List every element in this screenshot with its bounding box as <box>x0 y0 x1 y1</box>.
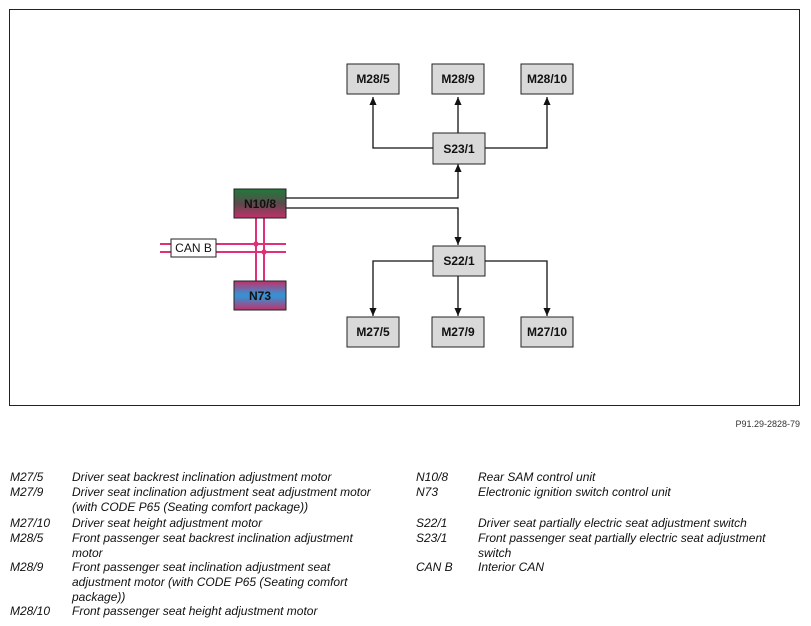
box-can-b: CAN B <box>170 238 217 258</box>
legend-desc: Interior CAN <box>478 560 545 574</box>
wire-s22-to-m27-10 <box>485 260 551 316</box>
label-can-b: CAN B <box>175 241 212 255</box>
label-n73: N73 <box>249 289 271 303</box>
legend-code: S23/1 <box>416 531 448 545</box>
legend-code: N10/8 <box>416 470 449 484</box>
legend-code: M28/9 <box>10 560 44 574</box>
legend-code: CAN B <box>416 560 453 574</box>
legend-desc: Rear SAM control unit <box>478 470 596 484</box>
legend-desc: Front passenger seat height adjustment m… <box>72 604 318 618</box>
legend-desc: Driver seat partially electric seat adju… <box>478 516 747 530</box>
figure-reference: P91.29-2828-79 <box>735 419 800 429</box>
label-m28-10: M28/10 <box>527 72 567 86</box>
legend-desc: Driver seat inclination adjustment seat … <box>72 485 371 514</box>
box-s22-1: S22/1 <box>432 245 486 277</box>
wiring-diagram: M28/5 M28/9 M28/10 S23/1 N10/8 CAN B N73… <box>160 63 574 348</box>
box-m28-5: M28/5 <box>346 63 400 95</box>
label-s22-1: S22/1 <box>443 254 475 268</box>
diagram-frame <box>9 9 800 406</box>
box-m28-9: M28/9 <box>431 63 485 95</box>
legend-code: S22/1 <box>416 516 448 530</box>
box-m28-10: M28/10 <box>520 63 574 95</box>
legend-desc: Driver seat backrest inclination adjustm… <box>72 470 332 484</box>
box-m27-5: M27/5 <box>346 316 400 348</box>
label-m28-5: M28/5 <box>356 72 390 86</box>
wire-s23-to-m28-5 <box>369 97 433 149</box>
legend-code: N73 <box>416 485 439 499</box>
wire-s22-to-m27-5 <box>369 260 433 316</box>
box-m27-9: M27/9 <box>431 316 485 348</box>
label-m28-9: M28/9 <box>441 72 475 86</box>
legend-desc: Electronic ignition switch control unit <box>478 485 671 499</box>
label-s23-1: S23/1 <box>443 142 475 156</box>
wire-s23-to-m28-10 <box>485 97 551 149</box>
box-s23-1: S23/1 <box>432 132 486 165</box>
legend-desc: Driver seat height adjustment motor <box>72 516 263 530</box>
box-n10-8: N10/8 <box>233 188 287 219</box>
legend-desc: Front passenger seat inclination adjustm… <box>72 560 348 604</box>
box-m27-10: M27/10 <box>520 316 574 348</box>
legend-code: M27/10 <box>10 516 51 530</box>
label-m27-10: M27/10 <box>527 325 567 339</box>
legend-code: M27/5 <box>10 470 44 484</box>
legend-code: M27/9 <box>10 485 44 499</box>
legend-code: M28/5 <box>10 531 44 545</box>
legend-desc: Front passenger seat backrest inclinatio… <box>72 531 353 560</box>
label-m27-9: M27/9 <box>441 325 475 339</box>
legend-desc: Front passenger seat partially electric … <box>478 531 766 560</box>
wire-n10-to-s23 <box>286 164 462 199</box>
label-m27-5: M27/5 <box>356 325 390 339</box>
label-n10-8: N10/8 <box>244 197 276 211</box>
legend-code: M28/10 <box>10 604 51 618</box>
box-n73: N73 <box>233 280 287 311</box>
wire-n10-to-s22 <box>286 207 462 245</box>
